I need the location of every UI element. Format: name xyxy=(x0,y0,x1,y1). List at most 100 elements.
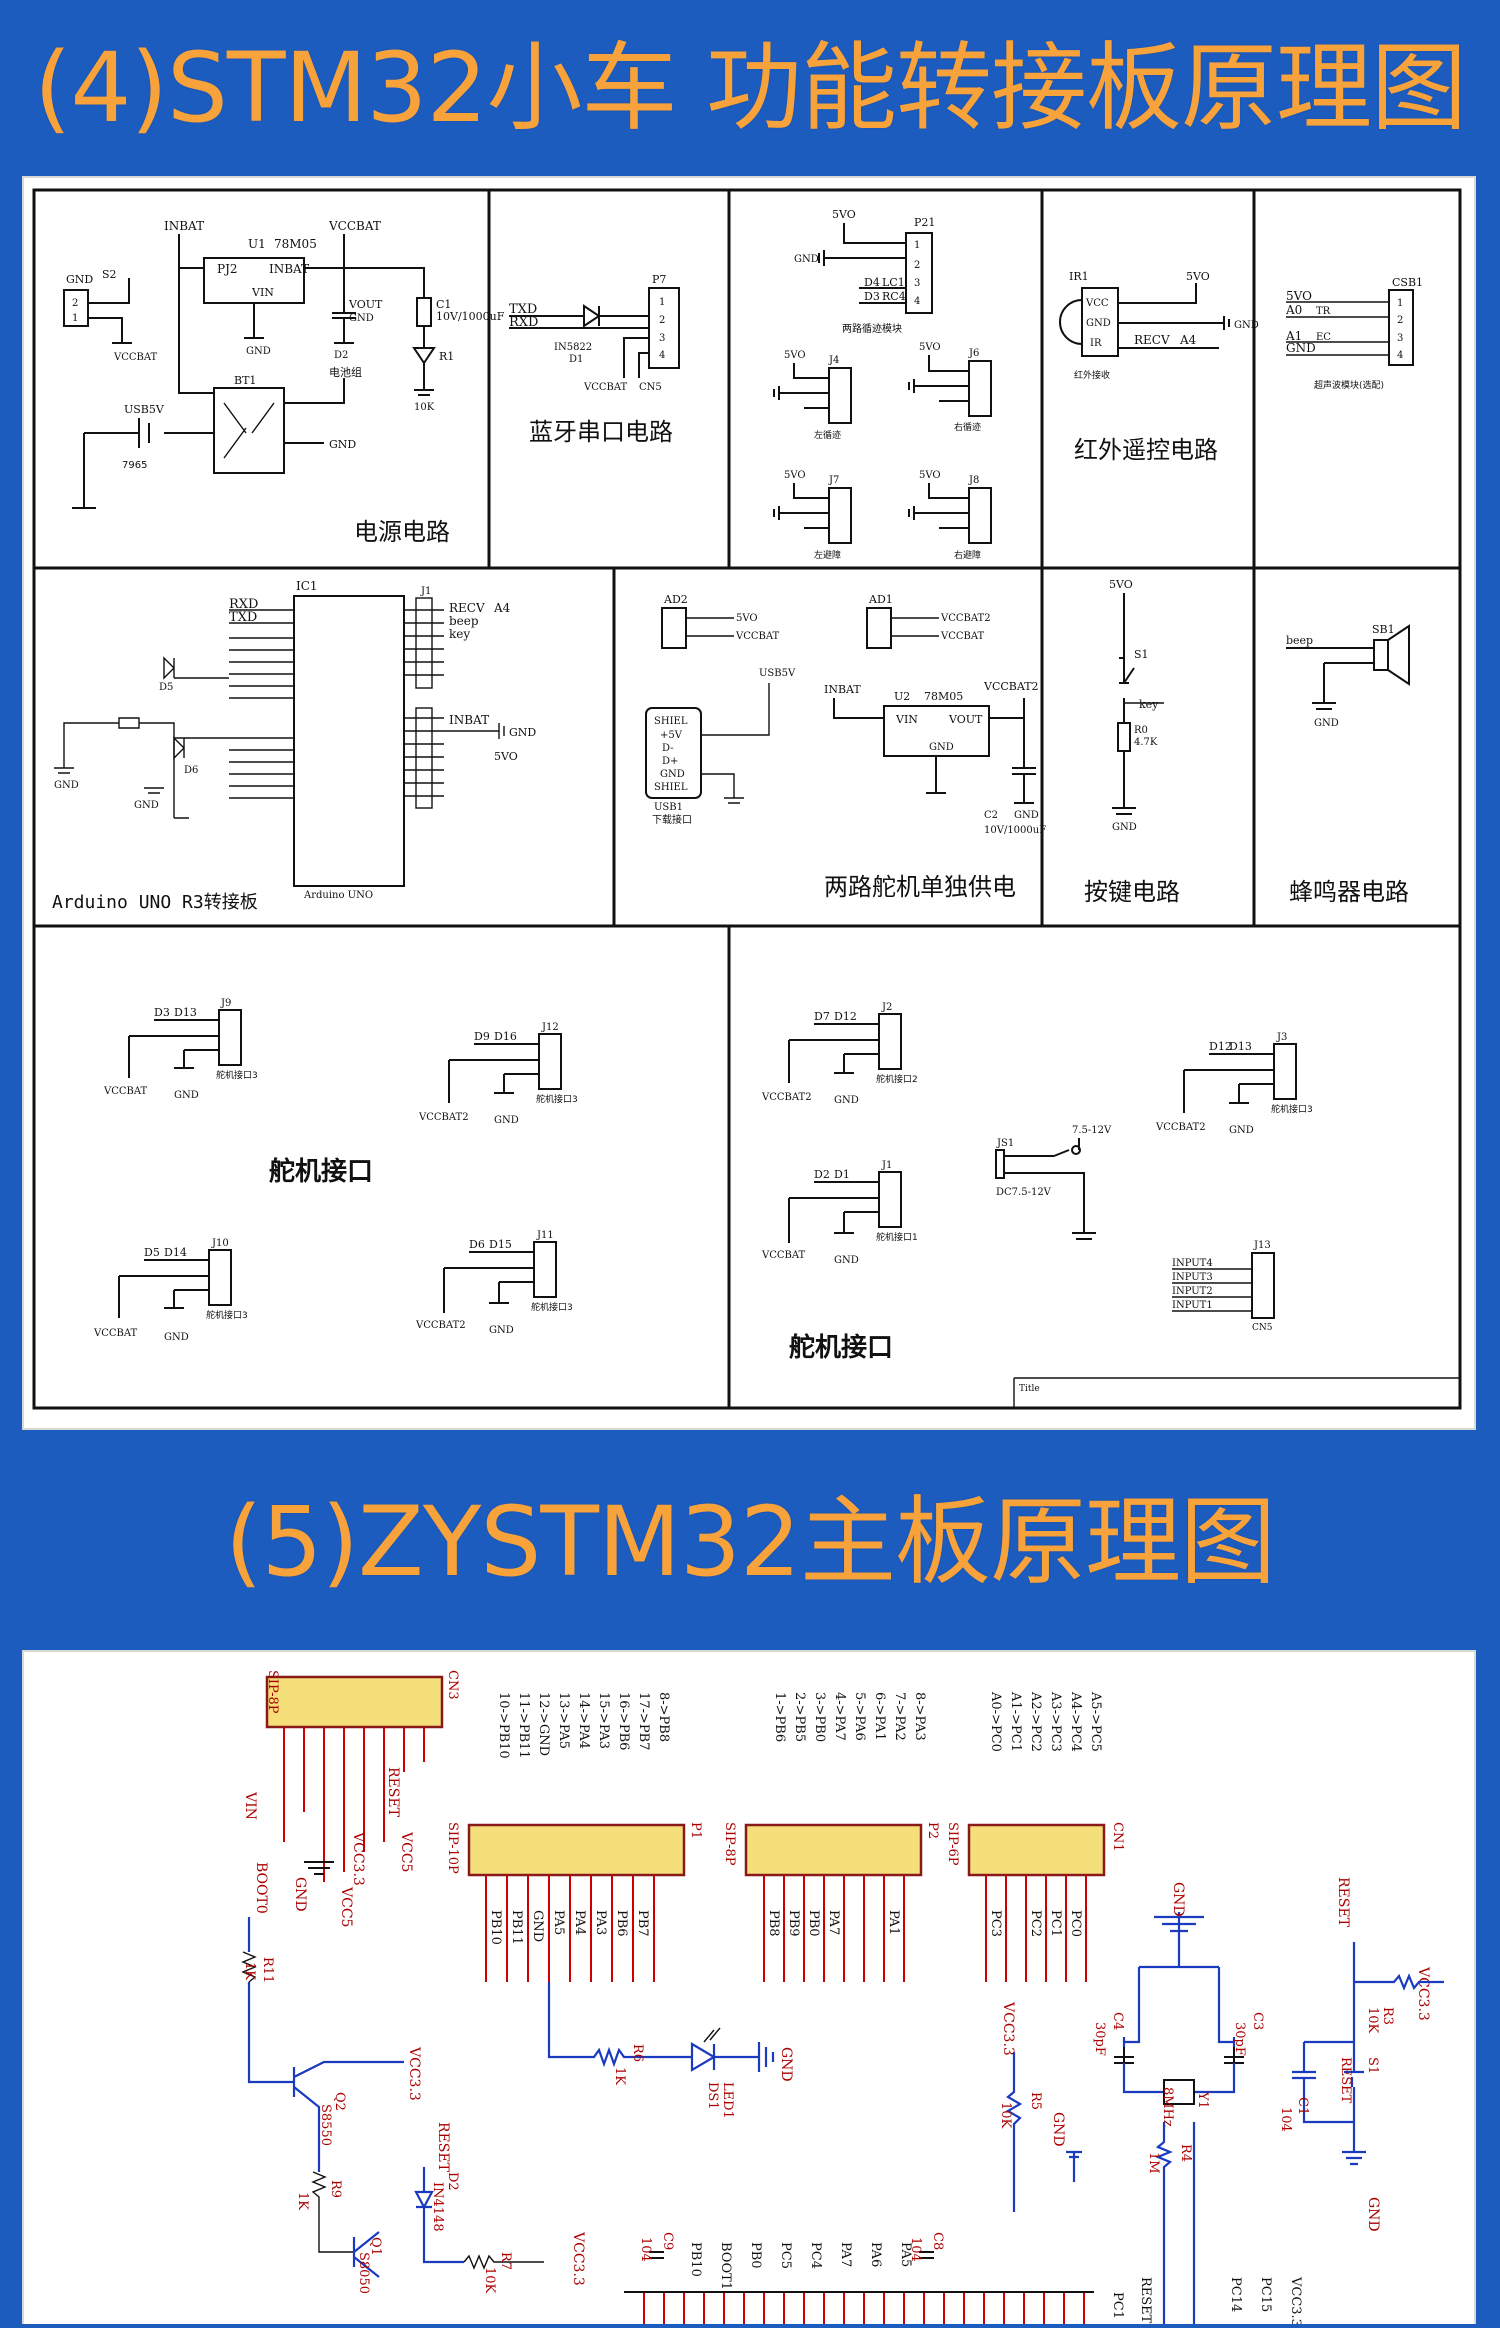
text-ds1: DS1 xyxy=(705,2082,720,2110)
svg-text:3: 3 xyxy=(914,278,920,289)
text-y1: Y1 xyxy=(1195,2091,1210,2109)
pin-map-cn3-1: 11->PB11 xyxy=(516,1692,531,1759)
pin-map-p2-4: 5->PA6 xyxy=(852,1692,867,1741)
text-bus-pc5: PC5 xyxy=(778,2242,793,2269)
text-vcc33-4: VCC3.3 xyxy=(1000,2001,1016,2056)
text-tracking-module: 两路循迹模块 xyxy=(842,322,902,335)
text-shiel-2: SHIEL xyxy=(654,782,688,793)
text-5vo-7: 5VO xyxy=(1286,289,1312,303)
text-left-tracking: 左循迹 xyxy=(814,429,841,441)
pin-map-cn1-0: A0->PC0 xyxy=(988,1691,1003,1752)
text-p1-pin-2: PB11 xyxy=(509,1910,524,1945)
section-5-title: (5)ZYSTM32主板原理图 xyxy=(225,1486,1276,1598)
text-j1-2: J1 xyxy=(881,1160,892,1171)
text-usb1: USB1 xyxy=(654,802,683,813)
text-gnd-17: GND xyxy=(1112,822,1137,833)
text-vcc33-2: VCC3.3 xyxy=(406,2046,422,2101)
servo-port-j9: D3 D13 J9 VCCBAT GND 舵机接口3 xyxy=(103,998,258,1101)
text-s8050: S8050 xyxy=(356,2252,371,2294)
text-d3: D3 xyxy=(864,290,880,303)
text-r7: R7 xyxy=(498,2252,513,2270)
text-pj2: GND xyxy=(66,273,93,286)
text-vccbat2-4: VCCBAT2 xyxy=(415,1320,466,1331)
text-1k: 1K xyxy=(242,1962,257,1980)
text-gnd-20: GND xyxy=(494,1115,519,1126)
text-104-2: 104 xyxy=(638,2237,653,2262)
tracking-connector-j4: 5VO J4 左循迹 xyxy=(773,350,852,441)
buzzer-circuit: beep SB1 GND 蜂鸣器电路 xyxy=(1286,623,1410,906)
text-j10: J10 xyxy=(211,1238,229,1249)
text-gnd-16: GND xyxy=(1014,810,1039,821)
text-right-tracking: 右循迹 xyxy=(954,421,981,433)
pin-map-cn1-3: A3->PC3 xyxy=(1048,1691,1063,1752)
dc-jack: JS1 7.5-12V DC7.5-12V xyxy=(995,1125,1112,1240)
text-sb1: SB1 xyxy=(1372,623,1395,636)
text-d12: D12 xyxy=(834,1010,857,1023)
text-gnd-30: GND xyxy=(292,1877,308,1912)
text-recv-2: RECV xyxy=(449,601,485,615)
text-d3-2: D3 xyxy=(154,1006,170,1019)
text-d1: D1 xyxy=(569,354,583,365)
text-gnd-24: GND xyxy=(1229,1125,1254,1136)
text-vccbat: VCCBAT xyxy=(328,219,381,233)
text-input1: INPUT1 xyxy=(1172,1300,1213,1311)
text-78m05-2: 78M05 xyxy=(924,690,963,703)
pin-map-cn3-6: 16->PB6 xyxy=(616,1692,631,1750)
text-p1: P1 xyxy=(688,1822,703,1839)
text-gnd-13: GND xyxy=(134,800,159,811)
text-gnd-18: GND xyxy=(1314,718,1339,729)
text-js1: JS1 xyxy=(996,1138,1014,1149)
text-txd-2: TXD xyxy=(229,610,257,625)
text-left-obstacle: 左避障 xyxy=(814,549,841,561)
text-vcc33-5: VCC3.3 xyxy=(1415,1966,1431,2021)
text-j7: J7 xyxy=(828,475,839,486)
text-gnd-21: GND xyxy=(164,1332,189,1343)
pin-map-p2-3: 4->PA7 xyxy=(832,1692,847,1741)
text-5vo-5: 5VO xyxy=(919,470,941,481)
header-cn3: SIP-8P CN3 RESET VIN GND VCC3.3 VCC5 VCC… xyxy=(242,1670,460,1927)
infrared-panel-label: 红外遥控电路 xyxy=(1074,436,1218,464)
text-d4: D4 xyxy=(864,276,880,289)
text-d2: R1 xyxy=(439,350,454,363)
text-c2: C2 xyxy=(984,810,998,821)
text-input3: INPUT3 xyxy=(1172,1272,1213,1283)
text-vccbat2: VCCBAT2 xyxy=(940,613,991,624)
text-s1-2: S1 xyxy=(1365,2057,1380,2074)
text-vccbat-6: VCCBAT xyxy=(103,1086,148,1097)
servo-left-panel-label: 舵机接口 xyxy=(269,1156,373,1187)
text-servo-port-4: 舵机接口3 xyxy=(531,1301,573,1313)
text-gnd-15: GND xyxy=(929,742,954,753)
text-j8: J8 xyxy=(968,475,979,486)
svg-text:1: 1 xyxy=(1397,298,1403,309)
text-30pf: 30pF xyxy=(1092,2022,1107,2056)
pin-map-cn3-3: 13->PA5 xyxy=(556,1692,571,1749)
text-j4: J4 xyxy=(828,355,839,366)
text-r4: R4 xyxy=(1178,2144,1193,2162)
pin-map-cn3-2: 12->GND xyxy=(536,1692,551,1756)
text-sip8p: SIP-8P xyxy=(265,1670,280,1714)
servo-power-panel-label: 两路舵机单独供电 xyxy=(824,873,1016,901)
tracking-connector-j6: 5VO J6 右循迹 xyxy=(908,342,992,433)
text-cn5-2: CN5 xyxy=(1252,1323,1273,1333)
servo-port-j10: D5 D14 J10 VCCBAT GND 舵机接口3 xyxy=(93,1238,248,1343)
text-gnd-22: GND xyxy=(489,1325,514,1336)
text-inbat-4: INBAT xyxy=(824,683,861,696)
pin-map-p2-5: 6->PA1 xyxy=(872,1692,887,1741)
text-ir: IR xyxy=(1090,338,1102,349)
text-r0: R0 xyxy=(1134,725,1148,736)
text-bus-reset: RESET xyxy=(1138,2277,1153,2324)
servo-port-j11: D6 D15 J11 VCCBAT2 GND 舵机接口3 xyxy=(415,1230,573,1336)
text-c9: C9 xyxy=(660,2232,675,2250)
text-vin: VIN xyxy=(242,1791,258,1820)
text-d5-2: D5 xyxy=(144,1246,160,1259)
text-p2-pin-1: PB8 xyxy=(766,1910,781,1937)
text-s2: BT1 xyxy=(234,374,256,387)
text-servo-port-2: 舵机接口3 xyxy=(536,1093,578,1105)
text-gnd-2: 10K xyxy=(414,402,435,413)
text-d2-2: D2 xyxy=(814,1168,830,1181)
power-circuit: PJ2 INBAT VIN U1 78M05 INBAT VCCBAT C1 1… xyxy=(63,219,505,546)
text-vccbat-8: VCCBAT xyxy=(761,1250,806,1261)
text-vccbat-4: VCCBAT xyxy=(735,631,780,642)
button-panel-label: 按键电路 xyxy=(1084,878,1180,906)
